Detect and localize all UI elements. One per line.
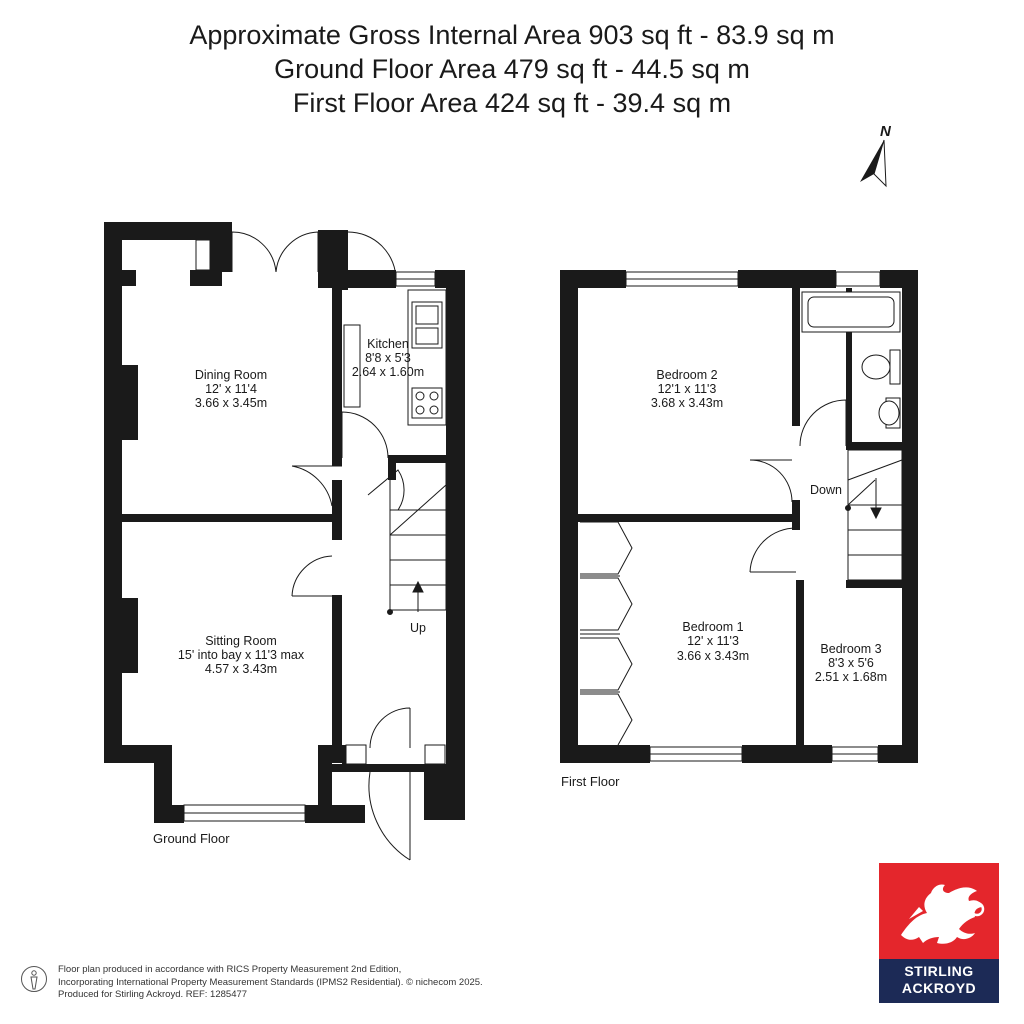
bedroom-1-name: Bedroom 1: [682, 620, 743, 634]
first-floor-label: First Floor: [561, 774, 620, 789]
bedroom-1-metric: 3.66 x 3.43m: [677, 649, 749, 663]
north-label: N: [880, 123, 892, 140]
bathroom-fittings: [801, 291, 901, 429]
kitchen-imperial: 8'8 x 5'3: [365, 351, 411, 365]
ground-floor-area-text: Ground Floor Area 479 sq ft - 44.5 sq m: [274, 54, 750, 84]
first-floor-area-text: First Floor Area 424 sq ft - 39.4 sq m: [292, 88, 732, 118]
dining-room-metric: 3.66 x 3.45m: [195, 396, 267, 410]
footer-disclaimer: Floor plan produced in accordance with R…: [58, 964, 818, 1002]
sitting-room-name: Sitting Room: [205, 634, 277, 648]
ground-floor-label: Ground Floor: [153, 831, 230, 846]
person-icon: [21, 966, 47, 992]
ground-floor-plan: Dining Room 12' x 11'4 3.66 x 3.45m Kitc…: [104, 222, 465, 861]
logo-line-2: ACKROYD: [901, 980, 977, 996]
kitchen-fittings: [343, 289, 447, 426]
ground-floor-doors: [291, 411, 411, 861]
dining-room-imperial: 12' x 11'4: [205, 382, 257, 396]
footer-line-1: Floor plan produced in accordance with R…: [58, 964, 402, 975]
first-floor-plan: Bedroom 2 12'1 x 11'3 3.68 x 3.43m Bedro…: [560, 270, 918, 789]
sitting-room-imperial: 15' into bay x 11'3 max: [178, 648, 305, 662]
stairs-down-label: Down: [810, 483, 842, 497]
kitchen-metric: 2.64 x 1.60m: [352, 365, 424, 379]
bedroom-2-name: Bedroom 2: [656, 368, 717, 382]
bedroom-3-name: Bedroom 3: [820, 642, 881, 656]
bedroom-3-imperial: 8'3 x 5'6: [828, 656, 874, 670]
stairs-up-label: Up: [410, 621, 426, 635]
bedroom-1-imperial: 12' x 11'3: [687, 634, 739, 648]
footer-line-3: Produced for Stirling Ackroyd. REF: 1285…: [58, 989, 248, 1000]
area-header: Approximate Gross Internal Area 903 sq f…: [0, 18, 1024, 120]
logo-griffin-panel: [879, 863, 999, 959]
dining-room-name: Dining Room: [195, 368, 267, 382]
griffin-icon: [901, 884, 985, 944]
first-floor-walls: [560, 270, 918, 763]
ground-floor-walls: [104, 222, 465, 823]
french-doors-icon: [231, 231, 397, 281]
first-floor-doors: [580, 399, 847, 746]
logo-line-1: STIRLING: [904, 963, 974, 979]
stirling-ackroyd-logo: STIRLING ACKROYD: [879, 863, 999, 1003]
gross-area-text: Approximate Gross Internal Area 903 sq f…: [189, 20, 835, 50]
kitchen-name: Kitchen: [367, 337, 409, 351]
bedroom-3-metric: 2.51 x 1.68m: [815, 670, 887, 684]
bedroom-2-metric: 3.68 x 3.43m: [651, 396, 723, 410]
stairs-up-icon: [387, 459, 447, 615]
bedroom-2-imperial: 12'1 x 11'3: [658, 382, 717, 396]
ground-floor-windows: [183, 239, 446, 822]
sitting-room-metric: 4.57 x 3.43m: [205, 662, 277, 676]
north-arrow-icon: N: [860, 123, 892, 188]
logo-wordmark: STIRLING ACKROYD: [879, 959, 999, 1003]
stairs-down-icon: [845, 449, 903, 581]
footer-line-2: Incorporating International Property Mea…: [58, 976, 483, 988]
